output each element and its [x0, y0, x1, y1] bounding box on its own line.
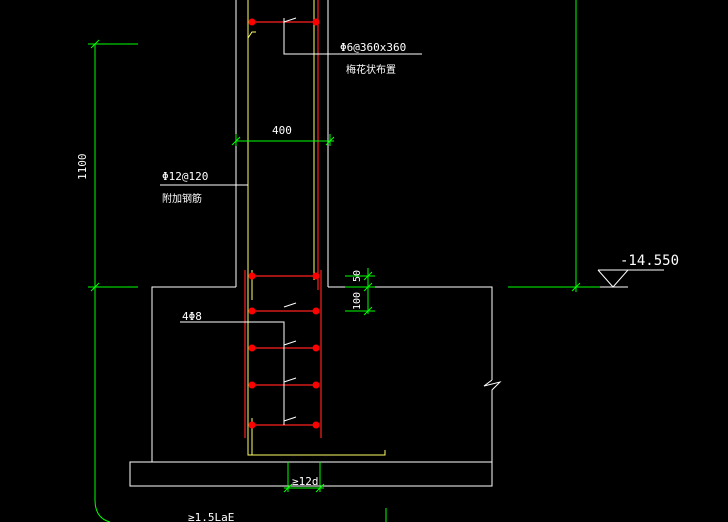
- anchorage-12d-label: ≥12d: [292, 475, 319, 488]
- leader-4bars: [180, 321, 285, 425]
- outer-bar-l-shape: [247, 0, 386, 456]
- pit-left-outline: [151, 286, 236, 462]
- leader-stirrup: [283, 18, 422, 55]
- wall-width-label: 400: [272, 124, 292, 137]
- leader-lines: [160, 17, 664, 425]
- elevation-marker: [597, 269, 630, 288]
- anchorage-lae-label: ≥1.5LaE: [188, 511, 234, 522]
- dimension-lines: [88, 0, 600, 522]
- rebar-dots: [248, 18, 320, 429]
- bottom-cushion-outline: [129, 461, 493, 487]
- rebar-red: [244, 0, 322, 438]
- slab-top-right-outline: [328, 286, 493, 380]
- dim-50-label: 50: [352, 270, 363, 282]
- bars-4-label: 4Φ8: [182, 310, 202, 323]
- anchor-curve: [94, 287, 111, 522]
- dim-100-label: 100: [352, 292, 363, 310]
- added-bar-spec-label: Φ12@120: [162, 170, 208, 183]
- height-1100-label: 1100: [76, 154, 89, 181]
- added-bar-note-label: 附加钢筋: [162, 192, 202, 205]
- stirrup-note-label: 梅花状布置: [346, 63, 396, 76]
- stirrup-spec-label: Φ6@360x360: [340, 41, 406, 54]
- break-line: [483, 379, 502, 462]
- elevation-label: -14.550: [620, 253, 679, 269]
